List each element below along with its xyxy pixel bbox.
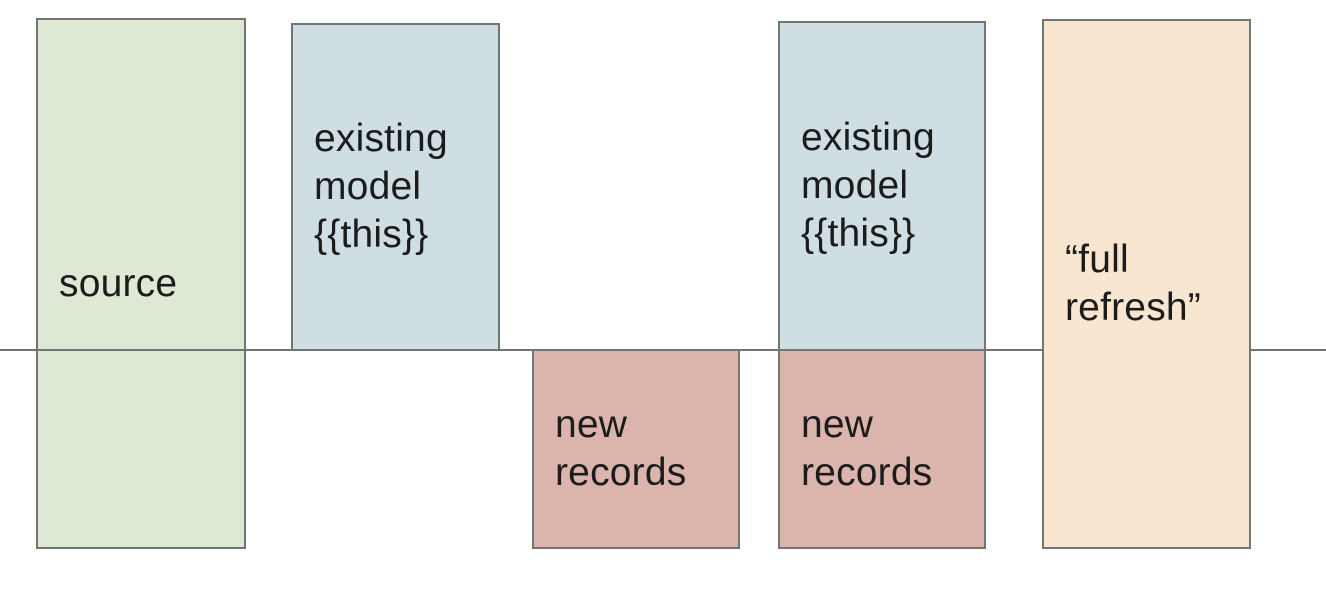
full-refresh-box: “full refresh” — [1042, 19, 1251, 549]
source-box: source — [36, 18, 246, 549]
source-box-label: source — [59, 261, 178, 305]
new-records-box-1: new records — [532, 349, 740, 549]
new-records-box-2: new records — [778, 349, 986, 549]
new-records-box-1-label: new records — [555, 403, 687, 494]
existing-model-box-1: existing model {{this}} — [291, 23, 500, 351]
new-records-box-2-label: new records — [801, 403, 933, 494]
existing-model-box-2: existing model {{this}} — [778, 21, 986, 351]
full-refresh-box-label: “full refresh” — [1065, 238, 1201, 329]
existing-model-box-2-label: existing model {{this}} — [801, 116, 935, 255]
existing-model-box-1-label: existing model {{this}} — [314, 117, 448, 256]
